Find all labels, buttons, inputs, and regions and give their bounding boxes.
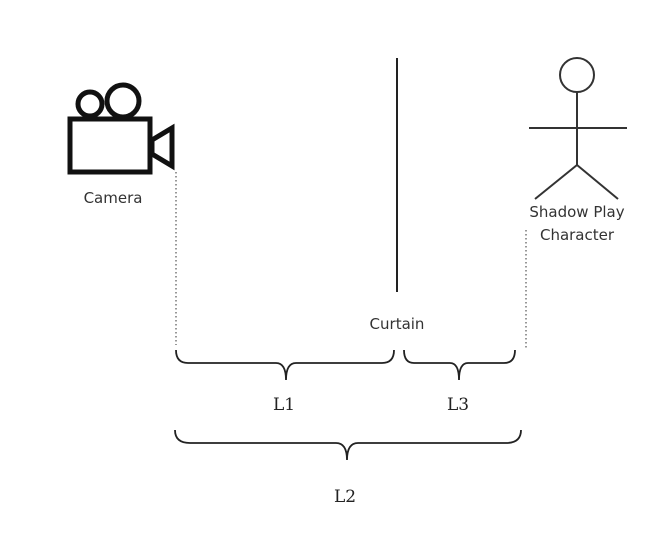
curtain-label: Curtain (370, 315, 425, 333)
character-label-line2: Character (540, 226, 615, 244)
brace-l3 (403, 349, 516, 381)
l3-label: L3 (447, 395, 469, 415)
camera-label: Camera (84, 189, 143, 207)
stick-figure-icon (529, 57, 627, 200)
character-label-line1: Shadow Play (529, 203, 624, 221)
brace-l2 (174, 429, 522, 461)
l1-label: L1 (273, 395, 295, 415)
video-camera-icon (67, 82, 175, 175)
l2-label: L2 (334, 487, 356, 507)
brace-l1 (175, 349, 395, 381)
